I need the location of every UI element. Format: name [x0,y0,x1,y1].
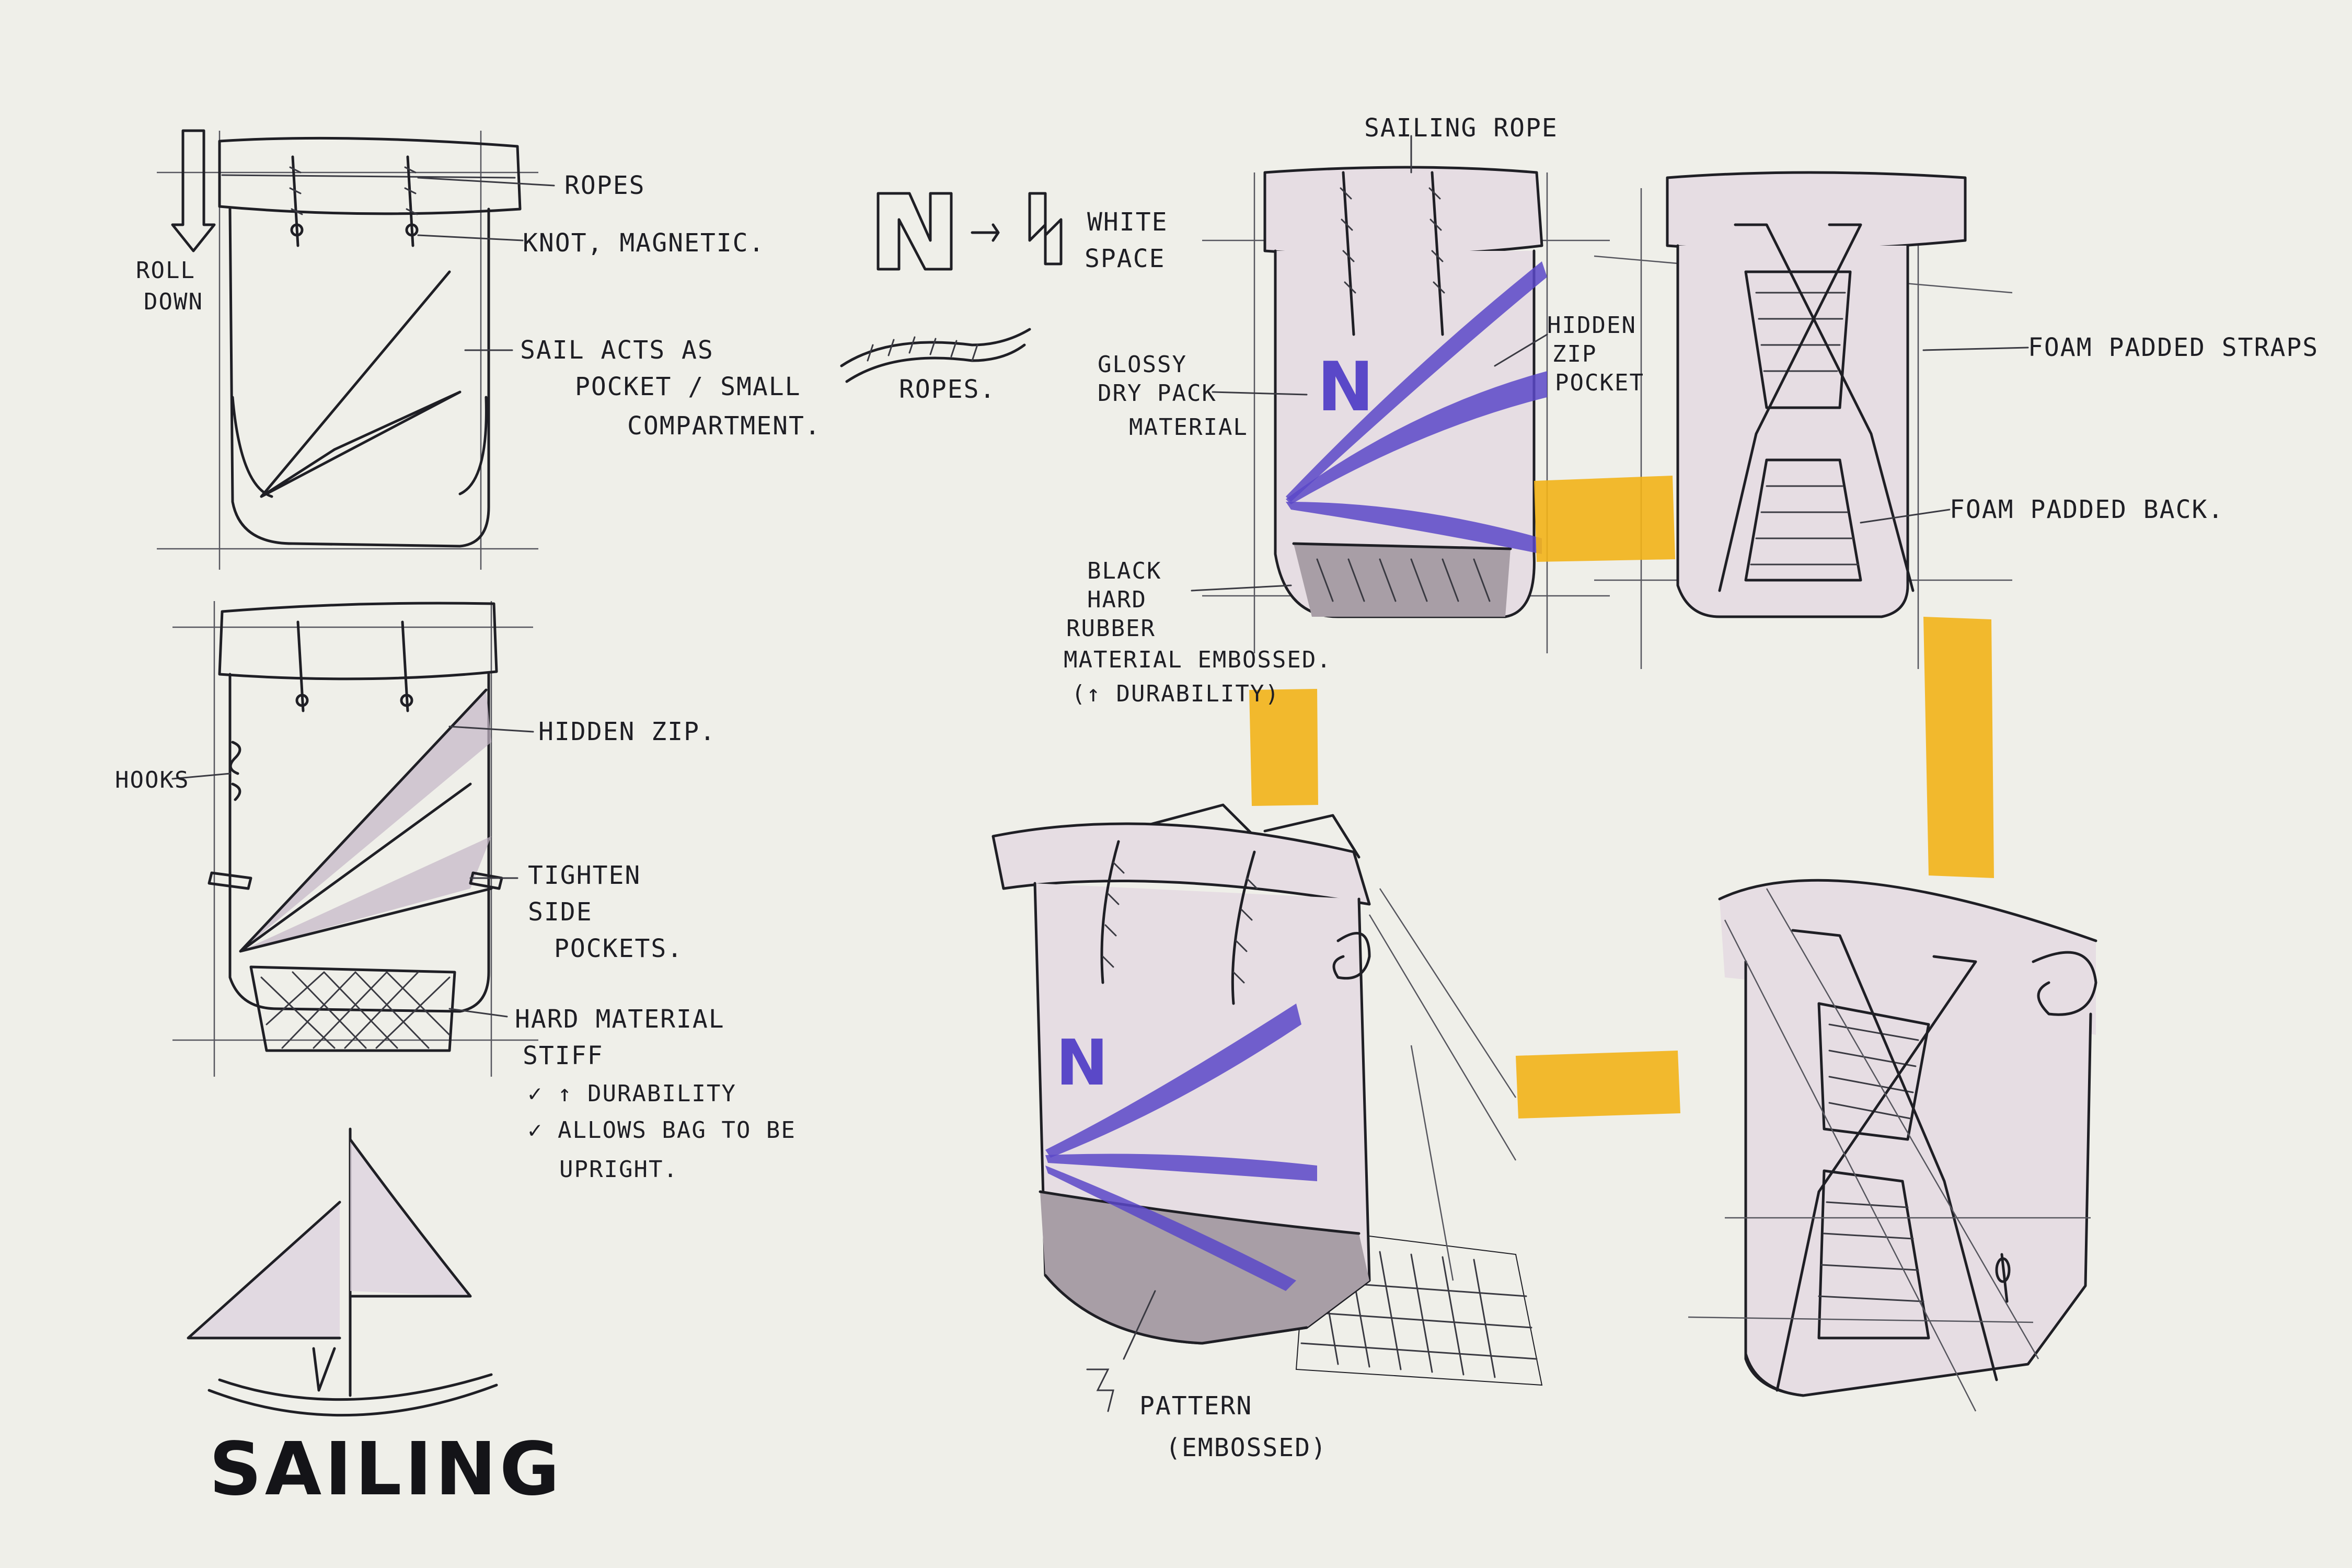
glossy-label-3: MATERIAL [1129,413,1248,442]
black-rubber-label-1: BLACK [1087,557,1161,585]
pattern-label-1: PATTERN [1139,1390,1252,1422]
perspective-back-backpack [1688,880,2096,1411]
sail-label-1: SAIL ACTS AS [520,335,714,366]
black-rubber-label-5: (↑ DURABILITY) [1071,679,1280,708]
tighten-label-1: TIGHTEN [528,860,641,891]
white-space-label-2: SPACE [1085,243,1166,274]
perspective-front-backpack [993,805,1542,1411]
sail-label-2: POCKET / SMALL [575,371,801,402]
black-rubber-label-3: RUBBER [1066,614,1156,643]
hard-material-label-2: STIFF [523,1040,604,1071]
black-rubber-label-4: MATERIAL EMBOSSED. [1064,645,1332,674]
sailboat-icon [188,1129,497,1415]
tighten-label-2: SIDE [528,896,593,928]
sailing-rope-label: SAILING ROPE [1364,112,1558,144]
roll-down-label-2: DOWN [144,287,203,316]
foam-back-label: FOAM PADDED BACK. [1950,494,2224,525]
hidden-zip-pocket-label-2: ZIP [1552,340,1597,368]
foam-straps-label: FOAM PADDED STRAPS [2028,332,2319,363]
logo-ropes-label: ROPES. [899,374,996,405]
pattern-label-2: (EMBOSSED) [1166,1432,1327,1463]
roll-down-label-1: ROLL [136,256,195,285]
sketch-1-backpack [157,131,554,570]
benefit-upright-2: UPRIGHT. [559,1155,678,1184]
hooks-label: HOOKS [115,766,189,794]
hard-material-label-1: HARD MATERIAL [515,1004,725,1035]
tighten-label-3: POCKETS. [554,933,683,964]
benefit-durability: ✓ ↑ DURABILITY [528,1079,736,1108]
glossy-label-1: GLOSSY [1098,350,1187,379]
white-space-label-1: WHITE [1087,206,1168,238]
connector-back-to-perspective [1923,617,1994,878]
hidden-zip-pocket-label-3: POCKET [1555,368,1644,397]
back-view-backpack [1594,172,2028,669]
connector-front-to-back [1534,476,1675,562]
benefit-upright-1: ✓ ALLOWS BAG TO BE [528,1116,796,1145]
n-logo-perspective: N [1056,1027,1108,1100]
hidden-zip-label: HIDDEN ZIP. [538,716,716,747]
n-logo-icon [841,193,1061,382]
black-rubber-label-2: HARD [1087,585,1147,614]
ropes-label: ROPES [564,170,645,201]
connector-perspectives [1516,1051,1680,1119]
glossy-label-2: DRY PACK [1098,379,1217,408]
sail-label-3: COMPARTMENT. [627,410,821,442]
hidden-zip-pocket-label-1: HIDDEN [1547,311,1636,340]
knot-label: KNOT, MAGNETIC. [523,227,765,259]
sailing-title: SAILING [209,1427,563,1512]
n-logo-front: N [1317,347,1374,426]
sketch-2-backpack [172,601,538,1077]
front-view-backpack [1192,136,1610,653]
